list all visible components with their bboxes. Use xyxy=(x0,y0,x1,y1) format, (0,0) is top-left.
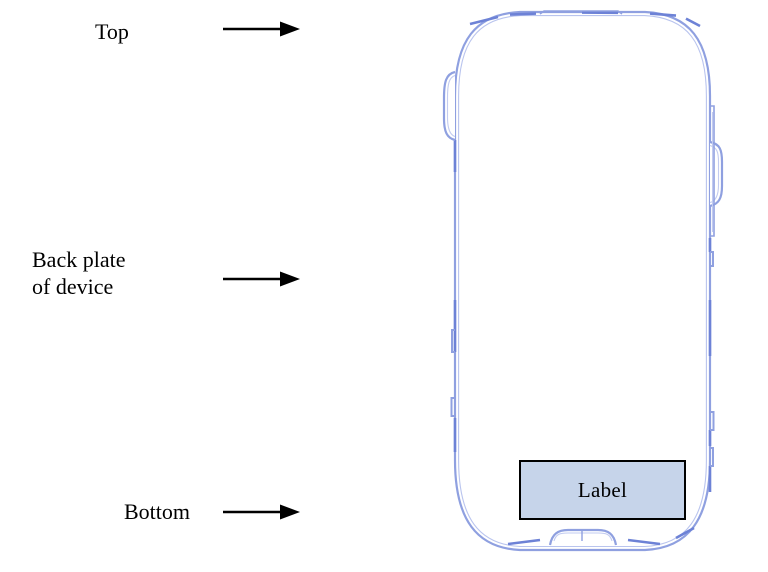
right-side-button xyxy=(709,140,724,208)
mobile-device-back-plate-outline xyxy=(442,10,724,552)
callout-label-back-plate: Back plate of device xyxy=(32,247,126,299)
left-side-notches xyxy=(450,329,455,417)
callout-label-bottom: Bottom xyxy=(124,499,191,524)
arrow-pointer-back-plate xyxy=(223,271,300,287)
device-label-sticker[interactable]: Label xyxy=(519,460,686,520)
left-side-button xyxy=(442,70,456,142)
arrow-pointer-top xyxy=(223,21,300,37)
right-side-notches xyxy=(710,251,715,467)
callout-label-top: Top xyxy=(95,19,129,44)
arrow-pointer-bottom xyxy=(223,504,300,520)
device-seam-dashes xyxy=(453,11,712,546)
device-body-outline xyxy=(453,10,712,552)
device-label-sticker-text: Label xyxy=(577,477,628,502)
right-side-ridge xyxy=(710,105,715,237)
bottom-center-port-notch xyxy=(548,528,618,546)
top-center-raised-section xyxy=(539,10,623,15)
